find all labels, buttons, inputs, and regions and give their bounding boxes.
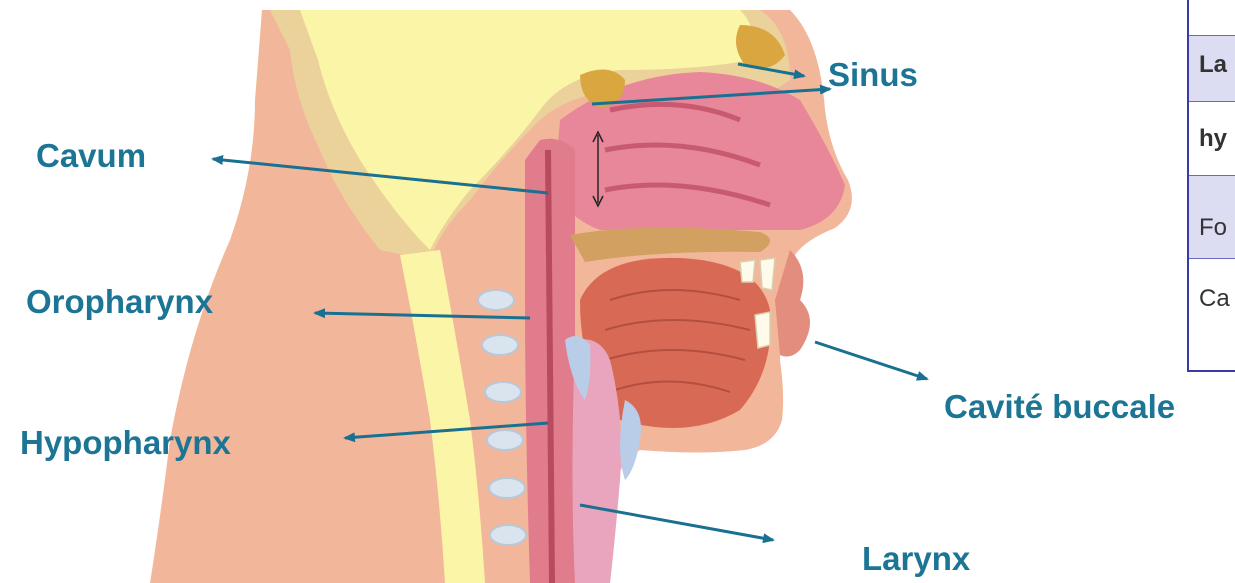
label-cavite-buccale: Cavité buccale [944,388,1175,426]
head-illustration [150,10,852,583]
table-row [1189,0,1235,35]
pharynx-wall [548,150,552,583]
arrow-cavite-buccale [815,342,927,379]
label-cavum: Cavum [36,137,146,175]
table-row: Fo [1189,175,1235,258]
label-sinus: Sinus [828,56,918,94]
table-row: Ca [1189,258,1235,338]
cropped-table: La hy Fo Ca [1187,0,1235,372]
table-row: La [1189,35,1235,101]
table-row: hy [1189,101,1235,175]
label-oropharynx: Oropharynx [26,283,213,321]
label-larynx: Larynx [862,540,970,578]
label-hypopharynx: Hypopharynx [20,424,231,462]
